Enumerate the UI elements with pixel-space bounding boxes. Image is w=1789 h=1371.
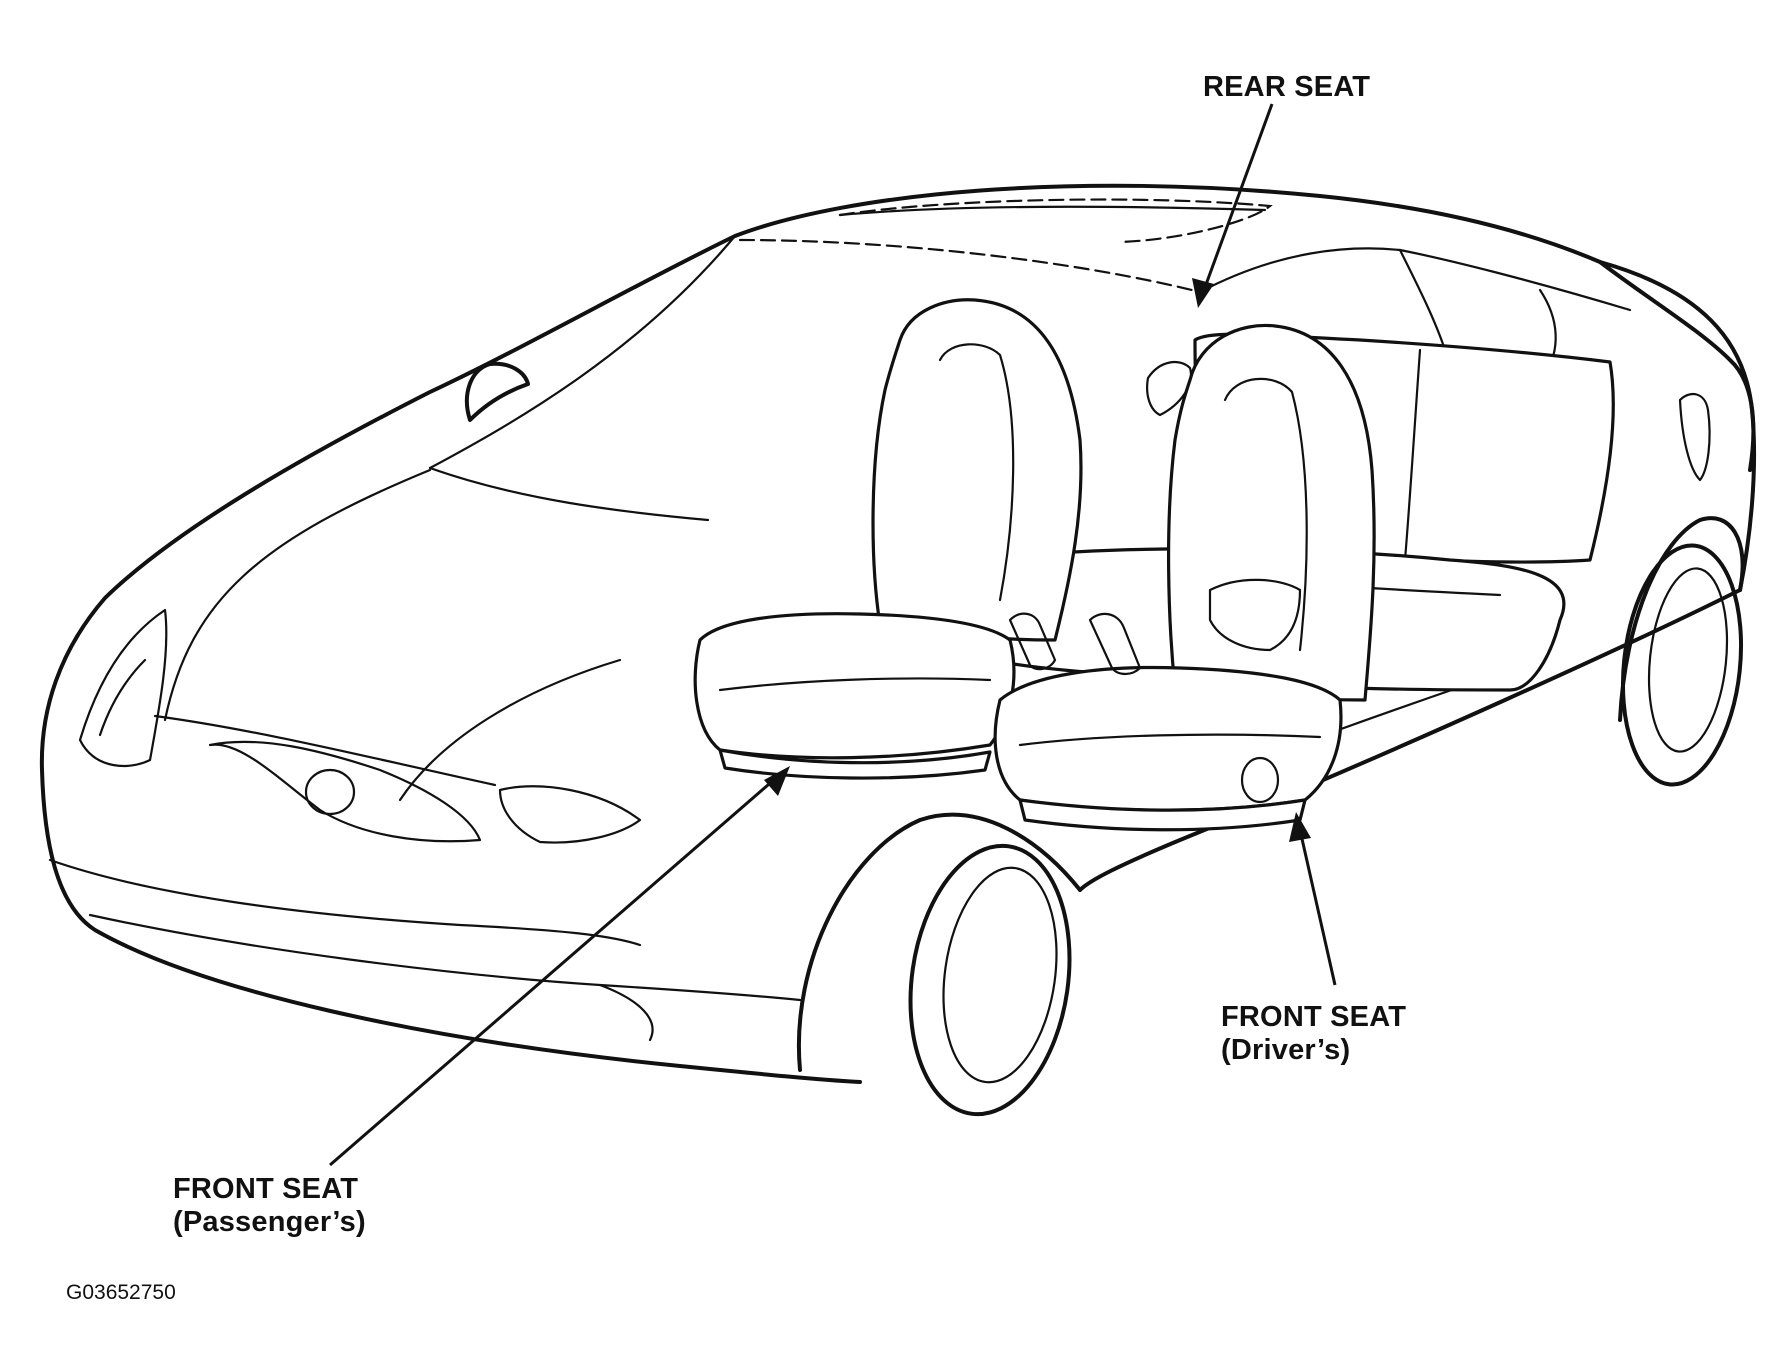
rear-seat-label: REAR SEAT: [1203, 71, 1371, 103]
c-pillar-line: [1398, 248, 1447, 352]
front-seat-passengers-label-line1: FRONT SEAT: [173, 1173, 359, 1205]
headlight-left: [78, 608, 168, 768]
driver-belt-buckle: [1088, 612, 1142, 676]
rear-quarter-outline: [1598, 260, 1756, 472]
passenger-cushion-seam: [718, 677, 992, 692]
passenger-seatback-bolster: [938, 343, 1015, 602]
rear-seat-arrowhead: [1192, 278, 1214, 308]
fog-lamp-line: [598, 983, 654, 1042]
windshield-side-line: [428, 234, 737, 470]
passenger-belt-buckle: [1008, 612, 1057, 671]
front-wheel-rim: [942, 866, 1058, 1084]
driver-seat-arrowhead: [1289, 812, 1311, 842]
hood-front-edge: [153, 714, 497, 787]
figure-id: G03652750: [66, 1281, 176, 1304]
driver-cushion-seam: [1018, 733, 1322, 747]
front-seat-passengers-label-line2: (Passenger’s): [173, 1206, 366, 1238]
hood-crease-left: [163, 468, 432, 722]
tail-lamp: [1678, 392, 1711, 482]
windshield-base-line: [428, 466, 710, 522]
passenger-seat-cushion: [693, 612, 1016, 760]
passenger-seat-leader-line: [329, 776, 777, 1167]
headlight-left-inner: [98, 658, 147, 737]
rear-wheel-arch: [1618, 516, 1745, 722]
front-seat-drivers-label-line2: (Driver’s): [1221, 1034, 1351, 1066]
air-dam-line: [88, 913, 802, 1002]
driver-seat-recline-knob: [1240, 756, 1280, 804]
roof-dashed-line: [738, 238, 1202, 294]
hood-crease-right: [398, 658, 622, 802]
headlight-right: [498, 785, 642, 844]
front-seat-drivers: [993, 323, 1376, 832]
center-console: [1208, 578, 1302, 652]
rear-seatback-center-seam: [1403, 348, 1422, 562]
leader-arrows: [329, 103, 1337, 1167]
driver-seatback: [1166, 323, 1376, 702]
driver-seatback-bolster: [1223, 377, 1308, 652]
sunroof-line: [838, 205, 1267, 217]
side-mirror: [464, 361, 530, 422]
driver-seat-cushion: [993, 665, 1343, 812]
rear-wheel: [1620, 543, 1744, 787]
front-seat-drivers-label-line1: FRONT SEAT: [1221, 1001, 1407, 1033]
grille-outline: [208, 740, 482, 843]
rear-seat-leader-line: [1202, 103, 1274, 291]
passenger-seat-arrowhead: [764, 766, 790, 796]
passenger-seatback: [871, 298, 1083, 642]
sunroof-dashed: [838, 198, 1273, 244]
driver-seat-leader-line: [1298, 829, 1337, 986]
bumper-lower-line: [48, 858, 642, 947]
front-wheel: [908, 843, 1072, 1117]
front-wheel-arch: [796, 812, 1082, 1072]
front-emblem: [304, 768, 356, 816]
rear-wheel-rim: [1647, 567, 1729, 753]
